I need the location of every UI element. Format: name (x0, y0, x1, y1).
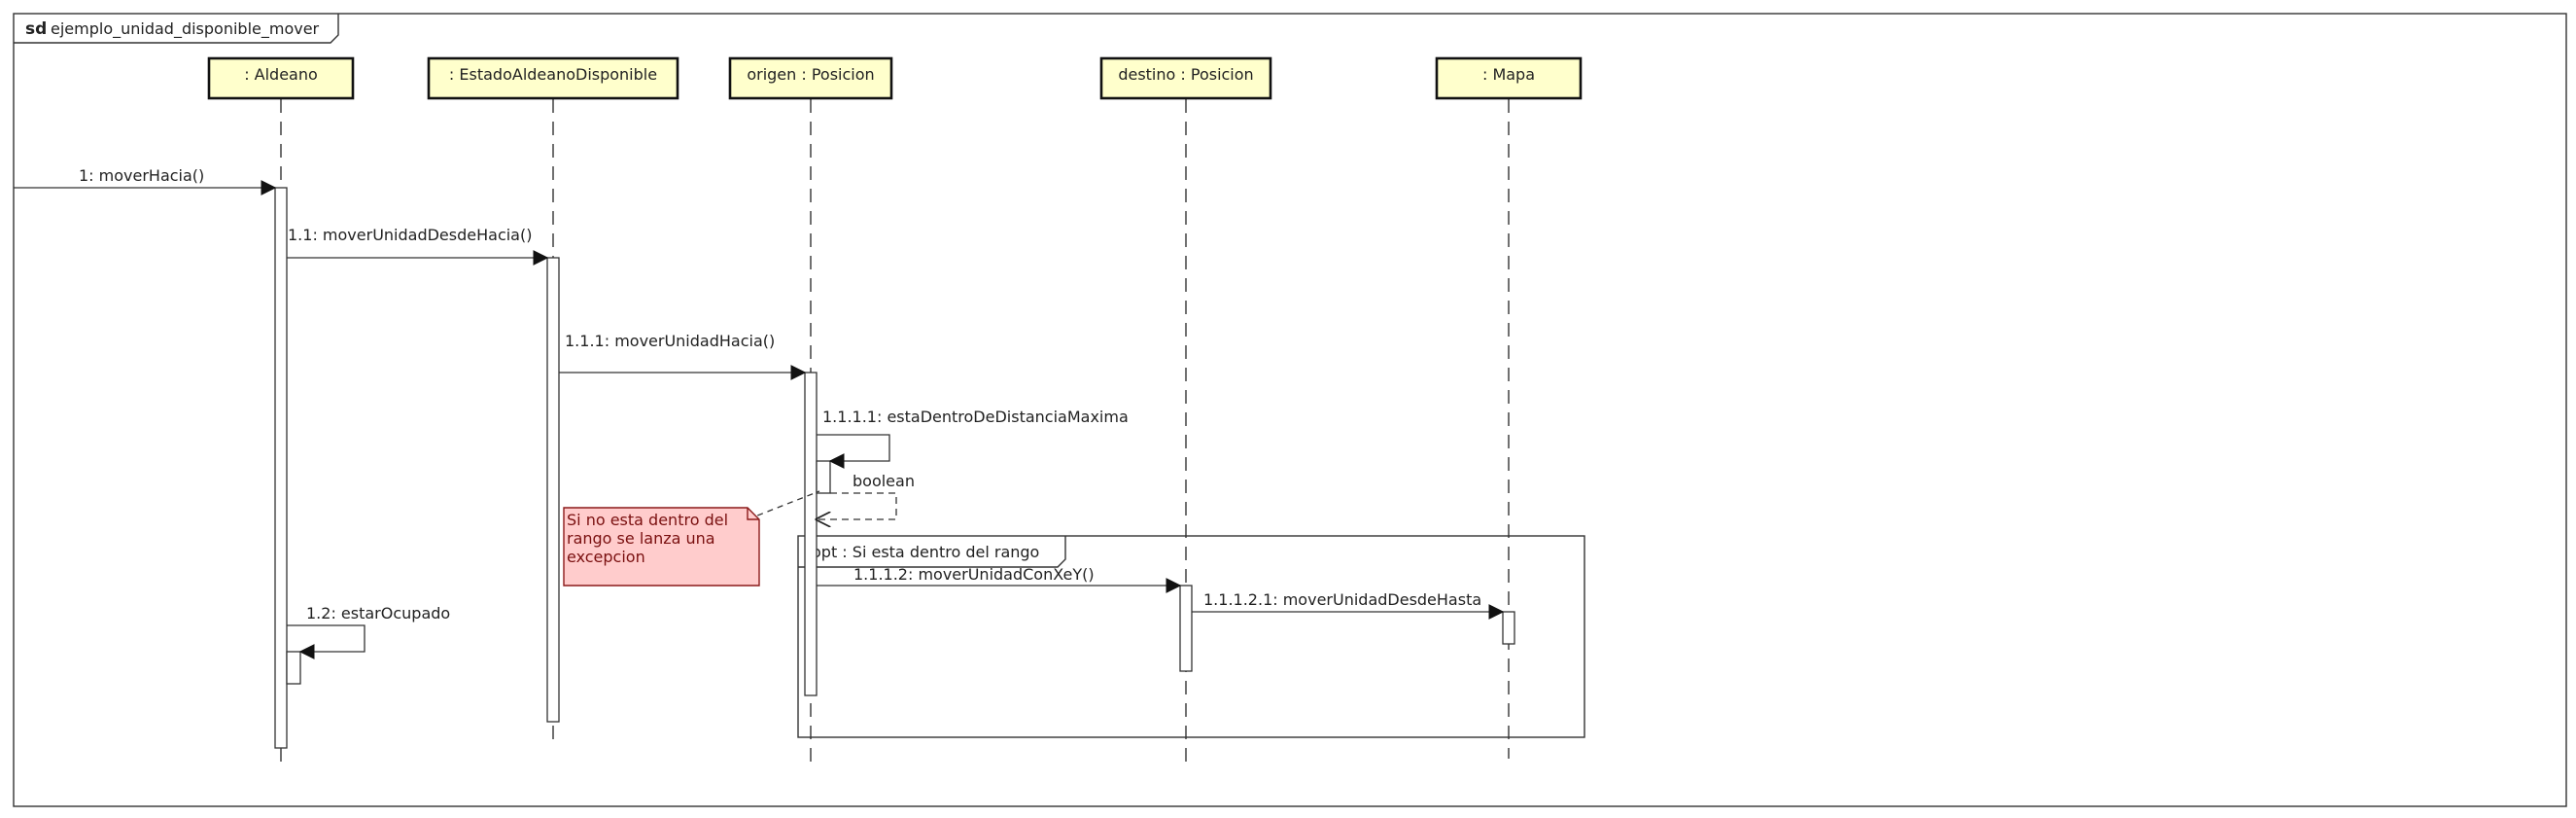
message-m1[interactable]: 1: moverHacia() (14, 166, 277, 196)
lifeline-head-mapa (1435, 56, 1583, 100)
return-m1111[interactable]: boolean (817, 472, 915, 519)
opt-fragment-label: opt : Si esta dentro del rango (812, 543, 1039, 561)
message-label-m1111: 1.1.1.1: estaDentroDeDistanciaMaxima (822, 408, 1129, 426)
message-m11[interactable]: 1.1: moverUnidadDesdeHacia() (287, 226, 549, 266)
message-m111[interactable]: 1.1.1: moverUnidadHacia() (559, 332, 807, 380)
activation-origen-self (816, 460, 831, 494)
activation-aldeano-self (286, 651, 301, 685)
frame-name: ejemplo_unidad_disponible_mover (51, 19, 320, 39)
lifeline-label-estado: : EstadoAldeanoDisponible (449, 65, 657, 84)
activation-estado (546, 257, 560, 723)
message-label-m12: 1.2: estarOcupado (306, 604, 450, 622)
message-label-m11121: 1.1.1.2.1: moverUnidadDesdeHasta (1203, 590, 1481, 609)
lifeline-head-destino (1099, 56, 1272, 100)
lifeline-head-aldeano (207, 56, 355, 100)
activation-destino (1179, 585, 1193, 672)
lifeline-label-destino: destino : Posicion (1118, 65, 1253, 84)
note-line-2: rango se lanza una (567, 529, 715, 548)
message-m12-self[interactable]: 1.2: estarOcupado (287, 604, 450, 659)
activation-aldeano (274, 187, 288, 749)
lifeline-label-aldeano: : Aldeano (244, 65, 318, 84)
message-m11121[interactable]: 1.1.1.2.1: moverUnidadDesdeHasta (1192, 590, 1505, 620)
lifeline-destino-posicion[interactable]: destino : Posicion (1099, 56, 1272, 764)
note-excepcion: Si no esta dentro del rango se lanza una… (563, 490, 820, 587)
lifeline-origen-posicion[interactable]: origen : Posicion (728, 56, 893, 764)
lifeline-aldeano[interactable]: : Aldeano (207, 56, 355, 768)
note-line-3: excepcion (567, 548, 645, 566)
activation-origen (804, 372, 818, 696)
message-label-m11: 1.1: moverUnidadDesdeHacia() (288, 226, 532, 244)
message-label-m1112: 1.1.1.2: moverUnidadConXeY() (853, 565, 1095, 584)
lifeline-label-origen: origen : Posicion (747, 65, 874, 84)
lifeline-head-origen (728, 56, 893, 100)
message-m1112[interactable]: 1.1.1.2: moverUnidadConXeY() (817, 565, 1182, 593)
activations (274, 187, 1515, 749)
message-label-m111: 1.1.1: moverUnidadHacia() (565, 332, 775, 350)
message-m1111-self[interactable]: 1.1.1.1: estaDentroDeDistanciaMaxima (817, 408, 1129, 469)
note-line-1: Si no esta dentro del (567, 511, 728, 529)
frame-keyword: sd (25, 19, 47, 39)
lifeline-head-estado (427, 56, 679, 100)
lifeline-mapa[interactable]: : Mapa (1435, 56, 1583, 759)
activation-mapa (1502, 611, 1515, 645)
message-label-m1: 1: moverHacia() (79, 166, 204, 185)
lifeline-label-mapa: : Mapa (1482, 65, 1535, 84)
opt-fragment: opt : Si esta dentro del rango (797, 535, 1585, 738)
sd-frame: sd ejemplo_unidad_disponible_mover (13, 13, 2567, 807)
return-label-m1111: boolean (853, 472, 915, 490)
